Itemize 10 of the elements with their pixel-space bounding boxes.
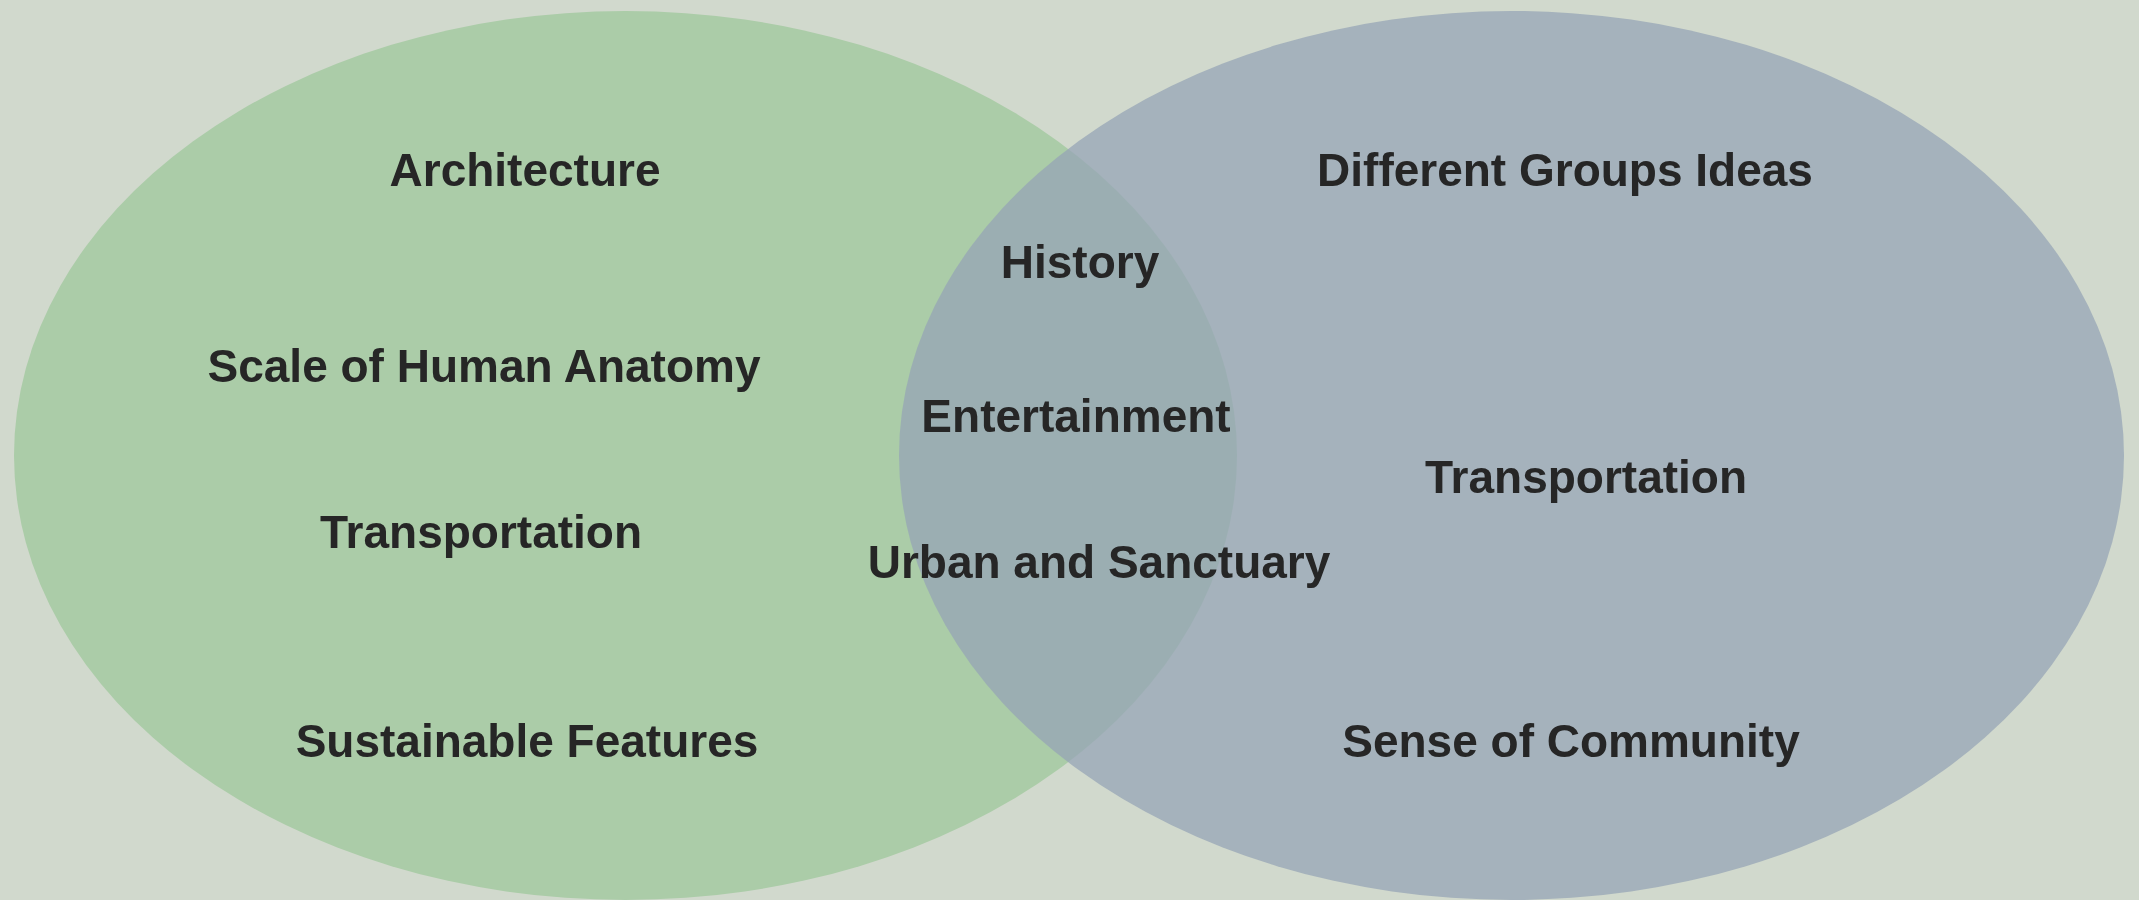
category-text: Transportation [320,505,642,559]
shared-category-text: Entertainment [921,389,1231,443]
shared-category-text: History [1000,235,1160,289]
shared-category-text: Urban and Sanctuary [867,535,1331,589]
category-text: Different Groups Ideas [1317,143,1813,197]
category-text: Transportation [1425,450,1747,504]
category-text: Sense of Community [1342,714,1800,768]
category-text: Scale of Human Anatomy [207,339,761,393]
category-text: Sustainable Features [295,714,759,768]
category-text: Architecture [389,143,661,197]
